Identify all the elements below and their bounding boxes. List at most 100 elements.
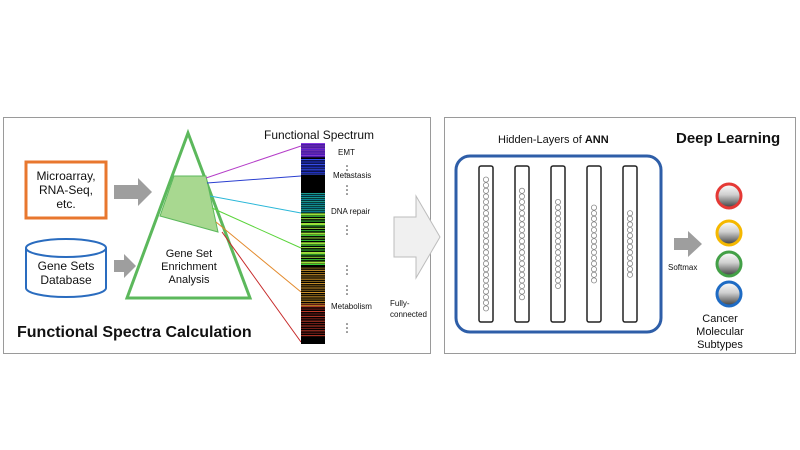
- ann-layer: [514, 165, 530, 323]
- spectrum-ellipsis-dots: [346, 165, 348, 333]
- neuron: [519, 254, 526, 261]
- input-data-label: Microarray, RNA-Seq, etc.: [36, 169, 96, 211]
- spectrum-label-emt: EMT: [338, 148, 355, 157]
- neuron: [591, 232, 598, 239]
- ann-layer: [622, 165, 638, 323]
- neuron: [482, 176, 489, 183]
- neuron: [627, 266, 634, 273]
- neuron: [591, 249, 598, 256]
- neuron: [555, 238, 562, 245]
- neuron: [627, 243, 634, 250]
- neuron: [519, 277, 526, 284]
- functional-spectrum-bar: [301, 143, 325, 344]
- neuron: [555, 198, 562, 205]
- neuron: [482, 238, 489, 245]
- neuron: [482, 221, 489, 228]
- neuron: [555, 226, 562, 233]
- neuron: [519, 232, 526, 239]
- neuron: [555, 277, 562, 284]
- neuron: [627, 238, 634, 245]
- neuron: [555, 266, 562, 273]
- neuron: [482, 232, 489, 239]
- neuron: [482, 260, 489, 267]
- neuron: [519, 221, 526, 228]
- spectrum-label-metabolism: Metabolism: [331, 302, 372, 311]
- neuron: [591, 204, 598, 211]
- neuron: [591, 266, 598, 273]
- neuron: [519, 260, 526, 267]
- neuron: [482, 305, 489, 312]
- softmax-label: Softmax: [668, 263, 698, 272]
- neuron: [482, 243, 489, 250]
- neuron: [482, 210, 489, 217]
- neuron: [627, 215, 634, 222]
- neuron: [519, 198, 526, 205]
- ann-layer: [586, 165, 602, 323]
- neuron: [591, 221, 598, 228]
- neuron: [555, 260, 562, 267]
- neuron: [627, 221, 634, 228]
- neuron: [519, 288, 526, 295]
- neuron: [482, 193, 489, 200]
- neuron: [591, 271, 598, 278]
- gsea-label: Gene Set Enrichment Analysis: [161, 248, 217, 286]
- input-data-box: [24, 160, 108, 220]
- neuron: [519, 294, 526, 301]
- neuron: [482, 254, 489, 261]
- spectrum-connector-lines: [205, 145, 302, 343]
- neuron: [555, 282, 562, 289]
- input-arrow-icon: [114, 178, 152, 206]
- neuron: [519, 238, 526, 245]
- neuron: [627, 271, 634, 278]
- neuron: [627, 210, 634, 217]
- ann-hidden-layers: [478, 165, 638, 323]
- neuron: [555, 210, 562, 217]
- database-arrow-icon: [114, 254, 136, 278]
- output-node: [715, 280, 743, 308]
- neuron: [482, 271, 489, 278]
- neuron: [591, 277, 598, 284]
- neuron: [591, 260, 598, 267]
- neuron: [519, 187, 526, 194]
- neuron: [627, 226, 634, 233]
- neuron: [519, 249, 526, 256]
- neuron: [519, 210, 526, 217]
- database-cylinder-icon: [25, 238, 107, 298]
- spectrum-title: Functional Spectrum: [264, 128, 375, 142]
- neuron: [482, 266, 489, 273]
- ann-layer: [478, 165, 494, 323]
- neuron: [482, 294, 489, 301]
- fully-connected-label: Fully- connected: [390, 299, 427, 319]
- neuron: [555, 204, 562, 211]
- neuron: [555, 271, 562, 278]
- neuron: [482, 277, 489, 284]
- neuron: [555, 232, 562, 239]
- neuron: [519, 226, 526, 233]
- neuron: [519, 204, 526, 211]
- neuron: [627, 249, 634, 256]
- neuron: [627, 232, 634, 239]
- database-label: Gene Sets Database: [37, 259, 95, 287]
- neuron: [555, 249, 562, 256]
- neuron: [519, 193, 526, 200]
- spectrum-label-dna-repair: DNA repair: [331, 207, 371, 216]
- gsea-highlight-band: [159, 175, 219, 233]
- output-node: [715, 250, 743, 278]
- hidden-layers-title: Hidden-Layers of ANN: [498, 134, 609, 146]
- neuron: [482, 249, 489, 256]
- neuron: [555, 215, 562, 222]
- neuron: [591, 210, 598, 217]
- neuron: [591, 215, 598, 222]
- neuron: [482, 226, 489, 233]
- neuron: [482, 198, 489, 205]
- ann-layer: [550, 165, 566, 323]
- neuron: [482, 299, 489, 306]
- neuron: [555, 221, 562, 228]
- output-subtypes-label: Cancer Molecular Subtypes: [696, 313, 744, 351]
- deep-learning-title: Deep Learning: [676, 130, 781, 147]
- neuron: [627, 260, 634, 267]
- neuron: [482, 182, 489, 189]
- softmax-arrow-icon: [674, 231, 702, 257]
- neuron: [519, 215, 526, 222]
